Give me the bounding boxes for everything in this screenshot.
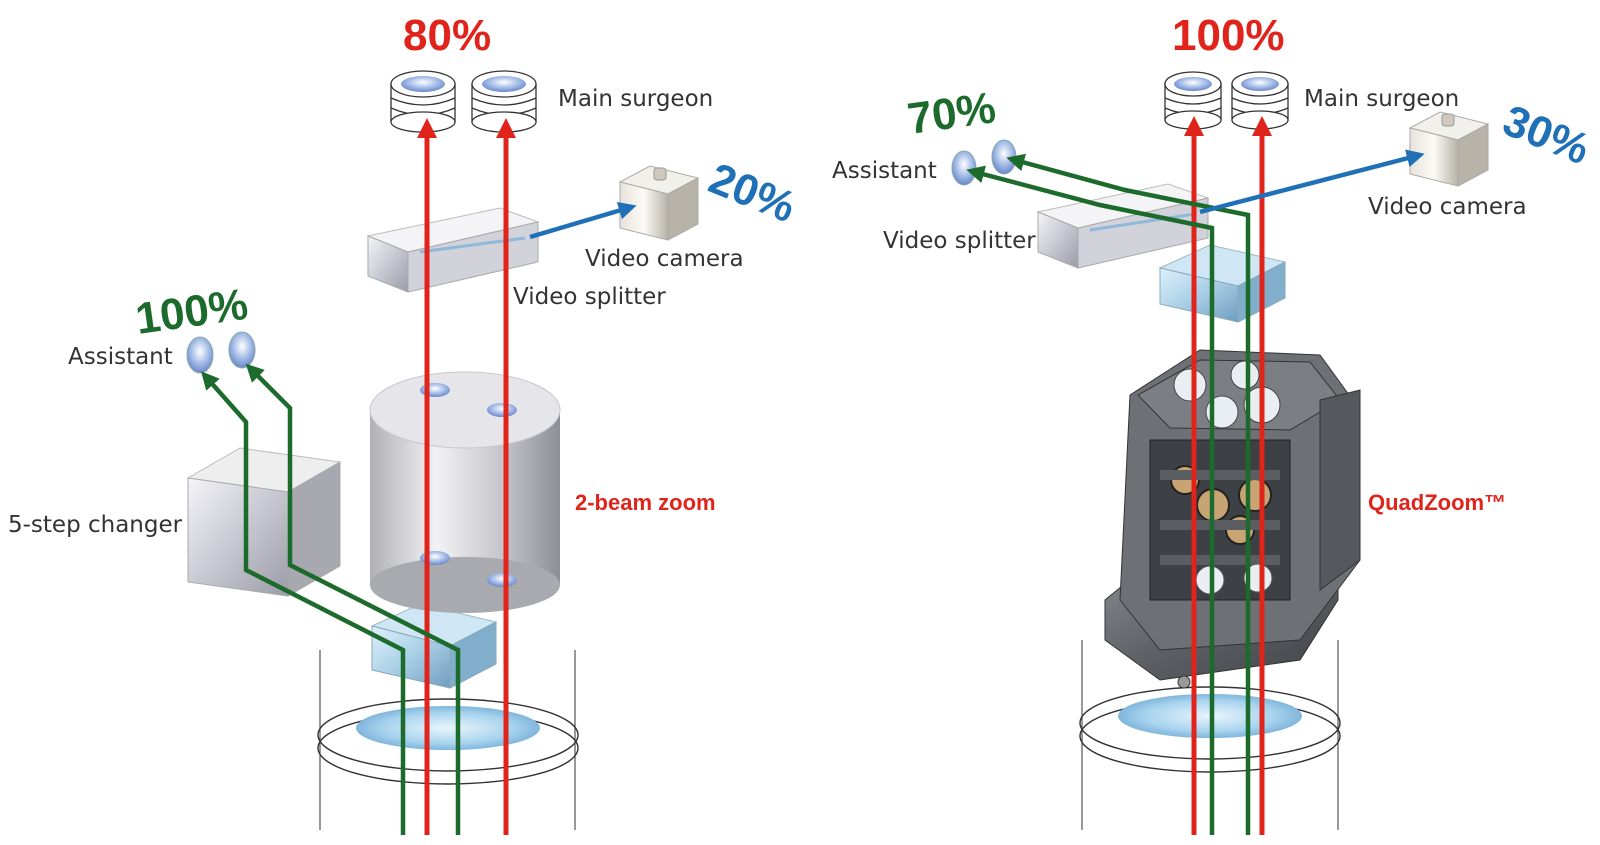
left-objective-lens (356, 706, 540, 750)
right-assistant-label: Assistant (832, 158, 937, 184)
left-splitter-label: Video splitter (513, 284, 666, 310)
right-green-beam-2 (1006, 153, 1251, 835)
right-splitter-label: Video splitter (883, 228, 1036, 254)
right-diagram: 100% Main surgeon 70% Assistant 30% Vide… (832, 11, 1596, 835)
left-assistant-percent: 100% (133, 280, 251, 344)
left-blue-beam (529, 201, 637, 240)
left-diagram: 80% Main surgeon 20% Video camera Video … (8, 11, 802, 835)
left-video-splitter (366, 207, 540, 293)
left-camera-percent: 20% (702, 154, 802, 232)
left-beam-paths (201, 118, 637, 835)
right-assistant-percent: 70% (905, 83, 999, 144)
right-camera-label: Video camera (1368, 194, 1527, 220)
right-video-splitter (1036, 183, 1210, 269)
left-zoom-label: 2-beam zoom (575, 490, 716, 515)
right-green-beam-1 (966, 165, 1215, 835)
left-changer-label: 5-step changer (8, 512, 183, 538)
right-surgeon-percent: 100% (1172, 11, 1285, 60)
left-surgeon-percent: 80% (403, 11, 491, 60)
left-beam-splitter-prism (370, 603, 498, 689)
right-quadzoom-housing (1104, 349, 1361, 689)
right-camera-percent: 30% (1496, 96, 1596, 174)
left-camera-label: Video camera (585, 246, 744, 272)
right-beam-paths (966, 116, 1425, 835)
left-green-beam-2 (245, 363, 461, 835)
right-blue-beam (1199, 149, 1425, 215)
left-surgeon-label: Main surgeon (558, 86, 713, 112)
left-assistant-eyepieces (186, 331, 256, 374)
left-assistant-label: Assistant (68, 344, 173, 370)
left-step-changer (186, 447, 342, 597)
left-surgeon-eyepieces (390, 70, 537, 133)
right-video-camera (1408, 111, 1490, 187)
right-surgeon-label: Main surgeon (1304, 86, 1459, 112)
right-surgeon-eyepieces (1164, 71, 1289, 130)
left-green-beam-1 (201, 371, 406, 835)
left-video-camera (618, 165, 700, 241)
right-beam-splitter-prism (1158, 244, 1287, 323)
left-zoom-cylinder (369, 371, 561, 613)
right-zoom-label: QuadZoom™ (1368, 490, 1506, 515)
